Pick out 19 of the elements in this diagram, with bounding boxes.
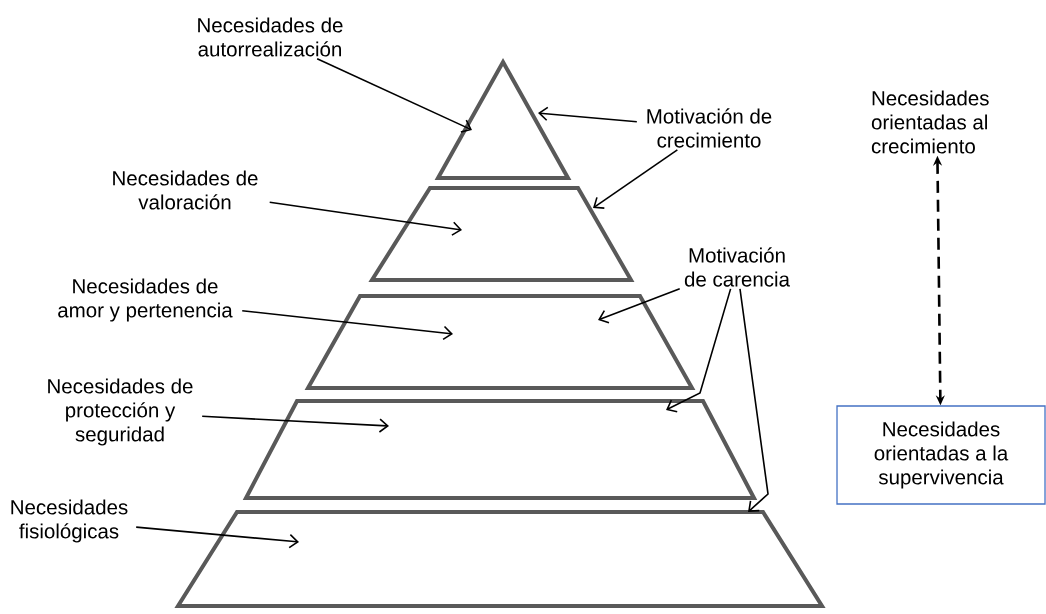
arrow: [316, 57, 472, 133]
arrow: [201, 415, 389, 433]
arrow: [666, 288, 732, 413]
arrow: [598, 288, 681, 324]
level-label: Necesidades orientadas al crecimiento: [871, 90, 989, 154]
arrow: [268, 201, 462, 236]
category-box: Necesidades orientadas a la supervivencia: [836, 405, 1046, 505]
level-label: Necesidades fisiológicas: [11, 499, 128, 543]
level-label: Necesidades de valoración: [113, 170, 258, 210]
level-label: Necesidades de protección y seguridad: [48, 378, 193, 446]
arrow: [538, 106, 638, 123]
level-label: Motivación de carencia: [684, 247, 790, 287]
level-label: Necesidades de autorrealización: [198, 17, 343, 57]
arrow: [593, 149, 679, 209]
arrow: [739, 288, 769, 512]
arrow: [241, 309, 453, 341]
level-label: Necesidades de amor y pertenencia: [58, 278, 233, 322]
arrow: [135, 526, 299, 549]
level-label: Motivación de crecimiento: [647, 108, 772, 148]
